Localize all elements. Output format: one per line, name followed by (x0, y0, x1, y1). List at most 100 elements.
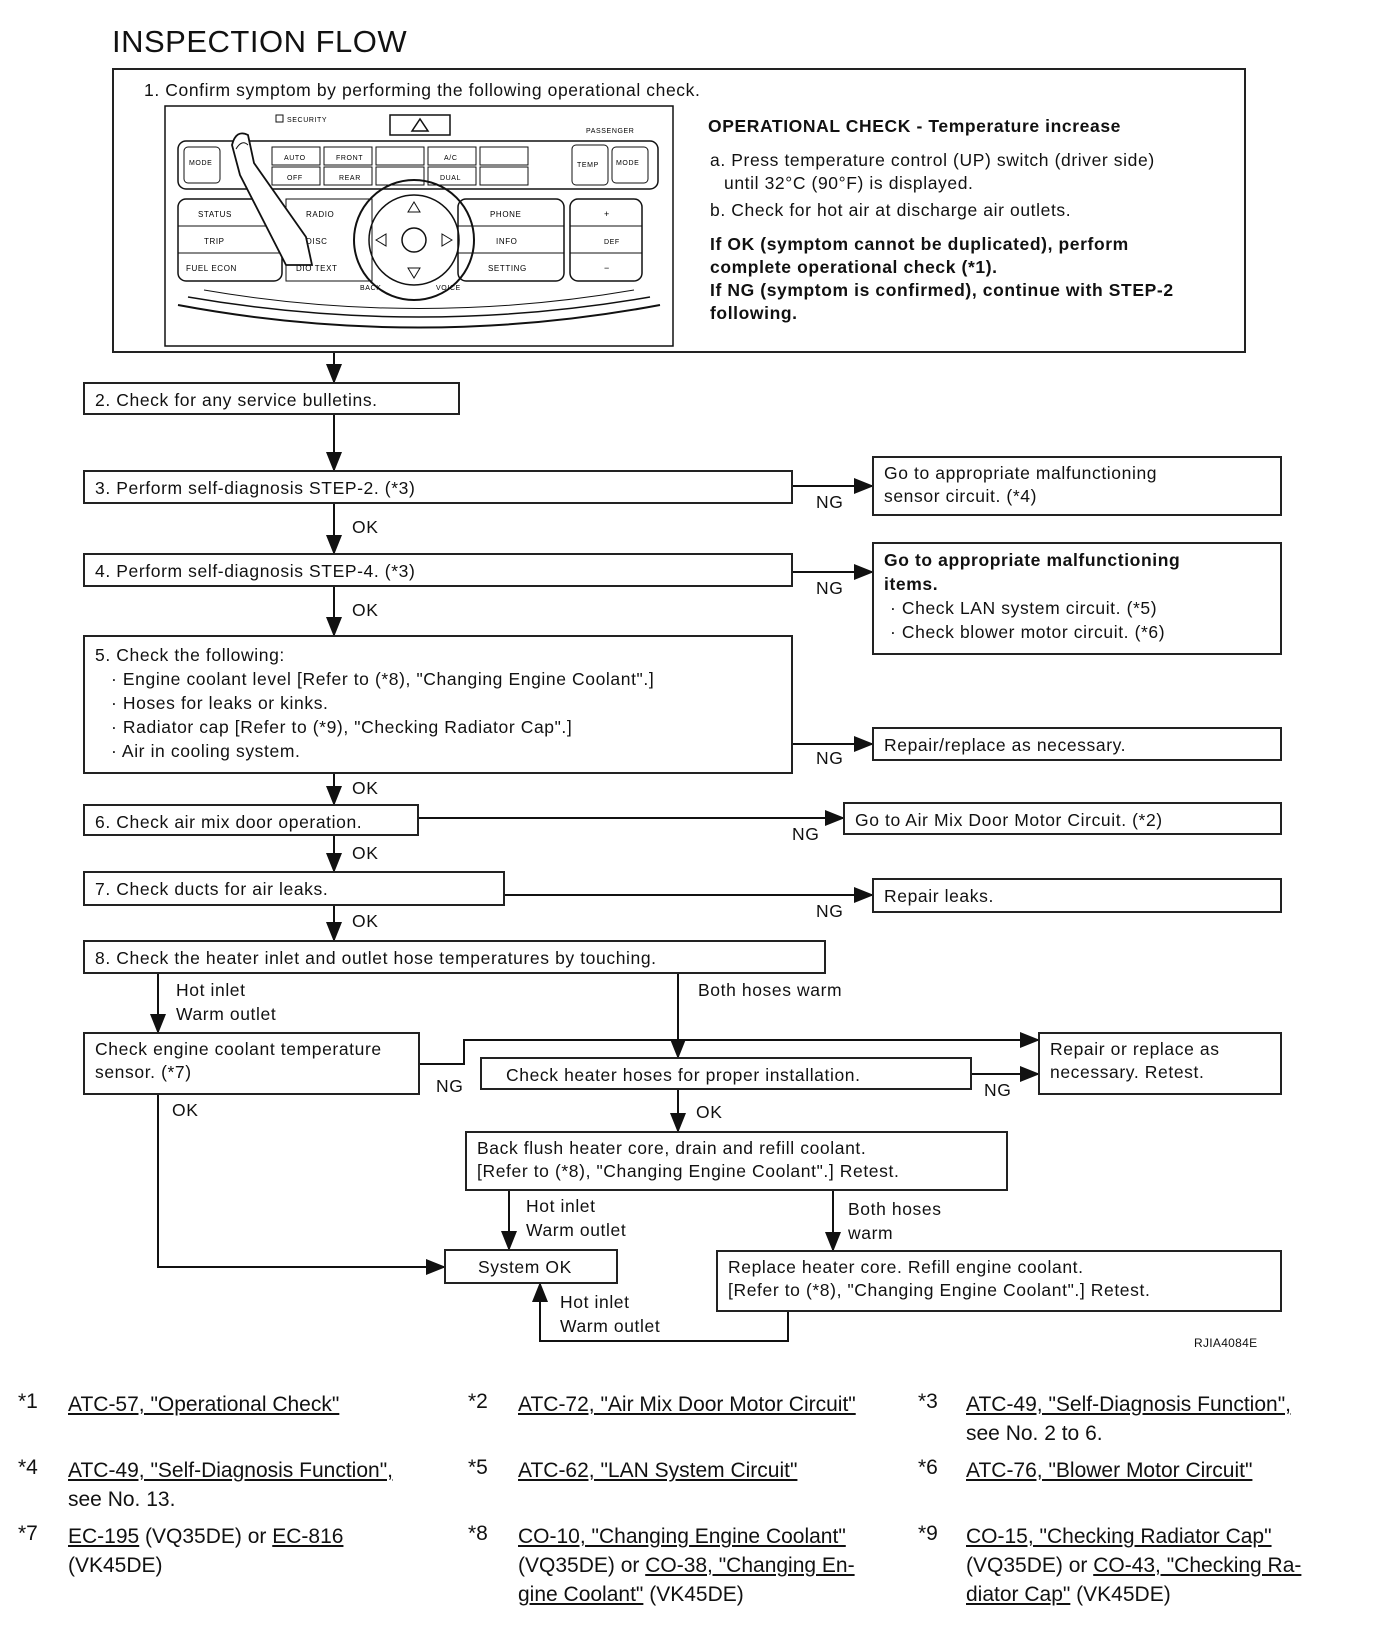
footnote-8: CO-10, "Changing Engine Coolant" (VQ35DE… (518, 1522, 855, 1609)
step4-ng-line1: Go to appropriate malfunctioning (884, 550, 1181, 570)
def-label: DEF (604, 239, 620, 246)
setting-label: SETTING (488, 264, 527, 273)
if-ng-line1: If NG (symptom is confirmed), continue w… (710, 280, 1174, 300)
repair-replace-line2: necessary. Retest. (1050, 1062, 1205, 1082)
step4-ng-box: Go to appropriate malfunctioning items. … (872, 542, 1282, 655)
footnote-star-8: *8 (468, 1522, 488, 1545)
ect-ng-label: NG (436, 1076, 464, 1096)
step3-ng-box: Go to appropriate malfunctioning sensor … (872, 456, 1282, 516)
footnote-9-link-a[interactable]: CO-15, "Checking Radiator Cap" (966, 1525, 1272, 1548)
step4-box: 4. Perform self-diagnosis STEP-4. (*3) (83, 553, 793, 587)
info-label: INFO (496, 237, 518, 246)
footnote-4-link[interactable]: ATC-49, "Self-Diagnosis Function", (68, 1459, 393, 1482)
step7-ng-text: Repair leaks. (884, 886, 994, 906)
step5-ng-label: NG (816, 748, 844, 768)
footnote-4: ATC-49, "Self-Diagnosis Function", see N… (68, 1456, 393, 1514)
footnote-9-mid: (VQ35DE) or (966, 1554, 1094, 1577)
footnote-7-line2: (VK45DE) (68, 1554, 163, 1577)
footnote-star-5: *5 (468, 1456, 488, 1479)
footnote-2-link[interactable]: ATC-72, "Air Mix Door Motor Circuit" (518, 1393, 856, 1416)
off-label: OFF (287, 175, 303, 182)
plus-label: + (604, 209, 610, 219)
page-title: INSPECTION FLOW (112, 24, 408, 59)
dual-label: DUAL (440, 175, 461, 182)
front-label: FRONT (336, 155, 363, 162)
step6-ng-text: Go to Air Mix Door Motor Circuit. (*2) (855, 810, 1163, 830)
step4-ng-line3: · Check LAN system circuit. (*5) (890, 598, 1158, 618)
footnote-9-link-b[interactable]: CO-43, "Checking Ra- (1093, 1554, 1302, 1577)
ect-sensor-line1: Check engine coolant temperature (95, 1039, 382, 1059)
repair-replace-line1: Repair or replace as (1050, 1039, 1220, 1059)
footnote-1-link[interactable]: ATC-57, "Operational Check" (68, 1393, 340, 1416)
phone-label: PHONE (490, 210, 521, 219)
step7-box: 7. Check ducts for air leaks. (83, 871, 505, 906)
back-flush-line1: Back flush heater core, drain and refill… (477, 1138, 867, 1158)
check-step-b: b. Check for hot air at discharge air ou… (710, 200, 1072, 220)
rear-label: REAR (339, 175, 361, 182)
step5-line5: · Air in cooling system. (111, 741, 301, 761)
footnote-star-4: *4 (18, 1456, 38, 1479)
footnote-8-link-b-cont[interactable]: gine Coolant" (518, 1583, 644, 1606)
step8-hot-inlet-label: Hot inlet (176, 980, 246, 1000)
step8-both-warm-label: Both hoses warm (698, 980, 843, 1000)
trip-label: TRIP (204, 237, 225, 246)
step3-box: 3. Perform self-diagnosis STEP-2. (*3) (83, 470, 793, 504)
footnote-7-link-b[interactable]: EC-816 (272, 1525, 344, 1548)
heater-hoses-text: Check heater hoses for proper installati… (506, 1065, 861, 1085)
footnote-1: ATC-57, "Operational Check" (68, 1390, 339, 1419)
step6-ok-label: OK (352, 843, 379, 863)
footnote-7-link-a[interactable]: EC-195 (68, 1525, 140, 1548)
mode-label-right: MODE (616, 160, 639, 167)
footnote-8-link-a[interactable]: CO-10, "Changing Engine Coolant" (518, 1525, 846, 1548)
check-step-a-line2: until 32°C (90°F) is displayed. (724, 173, 974, 193)
fuel-econ-label: FUEL ECON (186, 264, 237, 273)
footnote-3-line2: see No. 2 to 6. (966, 1422, 1103, 1445)
back-flush-hot-inlet-label: Hot inlet (526, 1196, 596, 1216)
step3-ng-label: NG (816, 492, 844, 512)
step1-box: 1. Confirm symptom by performing the fol… (112, 68, 1246, 353)
system-ok-box: System OK (444, 1249, 618, 1284)
footnote-8-mid: (VQ35DE) or (518, 1554, 646, 1577)
back-flush-box: Back flush heater core, drain and refill… (465, 1131, 1008, 1191)
footnote-6-link[interactable]: ATC-76, "Blower Motor Circuit" (966, 1459, 1253, 1482)
ect-ok-label: OK (172, 1100, 199, 1120)
if-ok-line1: If OK (symptom cannot be duplicated), pe… (710, 234, 1129, 254)
step6-ng-box: Go to Air Mix Door Motor Circuit. (*2) (843, 802, 1282, 835)
step8-warm-outlet-label: Warm outlet (176, 1004, 277, 1024)
temp-label: TEMP (577, 162, 599, 169)
step5-line1: 5. Check the following: (95, 645, 285, 665)
passenger-label: PASSENGER (586, 128, 634, 135)
step5-ng-box: Repair/replace as necessary. (872, 727, 1282, 761)
footnote-3: ATC-49, "Self-Diagnosis Function", see N… (966, 1390, 1291, 1448)
replace-core-box: Replace heater core. Refill engine coola… (716, 1250, 1282, 1312)
footnote-9-link-b-cont[interactable]: diator Cap" (966, 1583, 1071, 1606)
step5-line2: · Engine coolant level [Refer to (*8), "… (111, 669, 655, 689)
footnote-5: ATC-62, "LAN System Circuit" (518, 1456, 797, 1485)
back-flush-line2: [Refer to (*8), "Changing Engine Coolant… (477, 1161, 900, 1181)
back-flush-warm-label: warm (848, 1223, 894, 1243)
footnote-7: EC-195 (VQ35DE) or EC-816 (VK45DE) (68, 1522, 343, 1580)
footnote-3-link[interactable]: ATC-49, "Self-Diagnosis Function", (966, 1393, 1291, 1416)
footnote-5-link[interactable]: ATC-62, "LAN System Circuit" (518, 1459, 798, 1482)
check-step-a-line1: a. Press temperature control (UP) switch… (710, 150, 1155, 170)
step5-ng-text: Repair/replace as necessary. (884, 735, 1127, 755)
replace-core-line2: [Refer to (*8), "Changing Engine Coolant… (728, 1280, 1151, 1300)
step8-box: 8. Check the heater inlet and outlet hos… (83, 940, 826, 974)
footnote-8-link-b[interactable]: CO-38, "Changing En- (645, 1554, 855, 1577)
back-label: BACK (360, 285, 381, 292)
step7-ok-label: OK (352, 911, 379, 931)
repair-replace-box: Repair or replace as necessary. Retest. (1038, 1032, 1282, 1095)
step4-text: 4. Perform self-diagnosis STEP-4. (*3) (95, 561, 416, 581)
if-ng-line2: following. (710, 303, 798, 323)
footnote-8-tail: (VK45DE) (643, 1583, 744, 1606)
disc-label: DISC (306, 237, 328, 246)
step2-text: 2. Check for any service bulletins. (95, 390, 378, 410)
step4-ng-label: NG (816, 578, 844, 598)
step4-ng-line4: · Check blower motor circuit. (*6) (890, 622, 1166, 642)
operational-check-title: OPERATIONAL CHECK - Temperature increase (708, 116, 1121, 136)
mode-label-left: MODE (189, 160, 212, 167)
footnote-2: ATC-72, "Air Mix Door Motor Circuit" (518, 1390, 856, 1419)
step2-box: 2. Check for any service bulletins. (83, 382, 460, 415)
back-flush-warm-outlet-label: Warm outlet (526, 1220, 627, 1240)
